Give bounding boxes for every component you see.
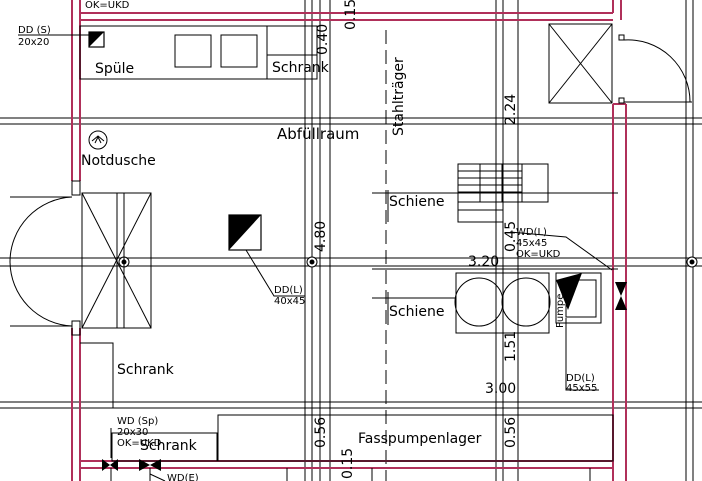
dim-151: 1.51 — [503, 331, 519, 362]
label-schrank-bottom: Schrank — [140, 438, 198, 454]
label-schiene-top: Schiene — [389, 194, 444, 210]
dim-040: 0.40 — [315, 24, 331, 55]
dd-l-name: DD(L) — [274, 285, 303, 296]
sink-unit — [79, 25, 318, 80]
left-shaft — [81, 192, 152, 329]
room-label-abfuellraum: Abfüllraum — [277, 125, 359, 143]
label-schrank-left: Schrank — [117, 362, 175, 378]
top-right-shaft — [548, 23, 692, 104]
wd-e-name: WD(E) — [167, 473, 199, 481]
bottom-storage — [110, 414, 614, 481]
pump-tanks — [454, 231, 613, 391]
dim-015-bottom: 0.15 — [340, 448, 356, 479]
ok-ukd-top: OK=UKD — [85, 0, 130, 11]
pump-markers — [556, 273, 627, 310]
label-stahltraeger: Stahlträger — [391, 57, 407, 136]
left-cabinet — [80, 342, 114, 408]
dd-l-size: 40x45 — [274, 296, 305, 307]
dd-s-marker — [18, 31, 105, 48]
dim-480: 4.80 — [313, 221, 329, 252]
wd-sp-ok: OK=UKD — [117, 438, 162, 449]
dd-s-size: 20x20 — [18, 37, 49, 48]
dd-l2-size: 45x55 — [566, 383, 597, 394]
dim-056-left: 0.56 — [313, 417, 329, 448]
dim-224: 2.24 — [503, 94, 519, 125]
label-spuele: Spüle — [95, 61, 134, 77]
stair-block — [372, 163, 618, 223]
dim-015-top: 0.15 — [343, 0, 359, 30]
wd-sp-name: WD (Sp) — [117, 416, 158, 427]
dim-300: 3.00 — [485, 381, 516, 397]
label-fasspumpenlager: Fasspumpenlager — [358, 431, 482, 447]
dd-s-name: DD (S) — [18, 25, 51, 36]
dd-l2-name: DD(L) — [566, 373, 595, 384]
label-pumpe: Pumpe — [555, 294, 566, 328]
label-schiene-bottom: Schiene — [389, 304, 444, 320]
dim-056-right: 0.56 — [503, 417, 519, 448]
rail-lines — [372, 190, 618, 325]
left-door — [9, 180, 81, 336]
wd-l-name: WD(L) — [516, 227, 547, 238]
wd-sp-size: 20x30 — [117, 427, 148, 438]
wd-l-size: 45x45 — [516, 238, 547, 249]
label-notdusche: Notdusche — [81, 153, 156, 169]
label-schrank-top: Schrank — [272, 60, 330, 76]
dim-320: 3.20 — [468, 254, 499, 270]
shower-icon — [88, 130, 108, 150]
dim-045: 0.45 — [503, 221, 519, 252]
wd-sp-markers — [102, 428, 166, 481]
wd-l-ok: OK=UKD — [516, 249, 561, 260]
walls — [71, 0, 627, 481]
dd-l-marker — [228, 214, 305, 297]
